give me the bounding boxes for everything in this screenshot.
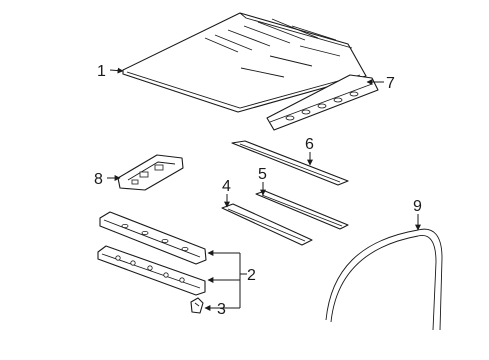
leader-3 bbox=[204, 280, 241, 311]
callout-2: 2 bbox=[247, 267, 256, 284]
leader-1 bbox=[109, 67, 124, 74]
callout-6: 6 bbox=[305, 136, 314, 153]
callout-3: 3 bbox=[217, 301, 226, 318]
callout-4: 4 bbox=[222, 178, 231, 195]
rear-header-lower bbox=[97, 245, 206, 296]
front-header-rail bbox=[266, 74, 379, 131]
reinforcement-bracket bbox=[117, 154, 184, 191]
callout-8: 8 bbox=[94, 171, 103, 188]
roof-bow-upper bbox=[231, 140, 349, 186]
clip bbox=[190, 297, 204, 314]
weatherstrip bbox=[325, 228, 443, 331]
callout-9: 9 bbox=[413, 198, 422, 215]
rear-header-upper bbox=[99, 211, 207, 265]
callout-7: 7 bbox=[386, 75, 395, 92]
callout-5: 5 bbox=[258, 166, 267, 183]
roof-panel bbox=[122, 12, 367, 113]
callout-1: 1 bbox=[97, 63, 106, 80]
leader-2 bbox=[207, 250, 247, 283]
